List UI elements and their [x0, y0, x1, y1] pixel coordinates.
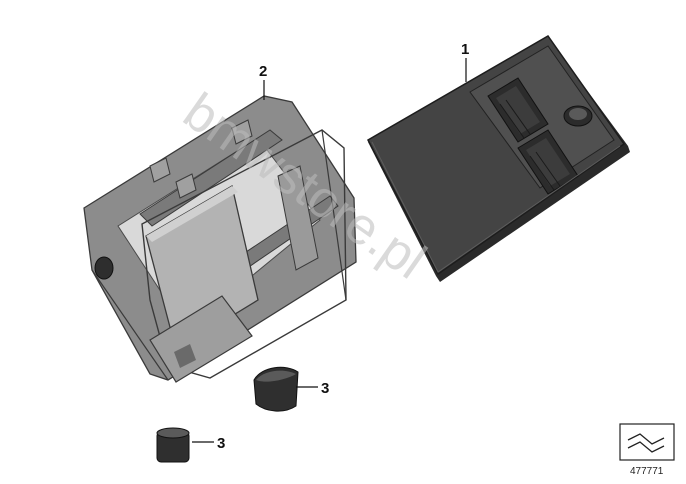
holder-bracket-part[interactable]	[83, 95, 357, 383]
diagram-id-text: 477771	[630, 466, 664, 477]
arrow-symbol-icon	[619, 423, 675, 461]
rubber-grommet-lower-part[interactable]	[156, 427, 190, 463]
callout-2[interactable]: 2	[259, 63, 267, 100]
callout-3-upper[interactable]: 3	[296, 380, 329, 397]
control-unit-part[interactable]	[367, 35, 630, 282]
callout-3-upper-number: 3	[321, 380, 329, 397]
rubber-grommet-upper-part[interactable]	[253, 366, 299, 412]
callout-1-number: 1	[461, 41, 469, 58]
callout-3-lower-number: 3	[217, 435, 225, 452]
callout-3-lower[interactable]: 3	[192, 435, 225, 452]
callout-1[interactable]: 1	[461, 41, 469, 82]
diagram-reference: 477771	[619, 423, 675, 477]
callout-2-number: 2	[259, 63, 267, 80]
